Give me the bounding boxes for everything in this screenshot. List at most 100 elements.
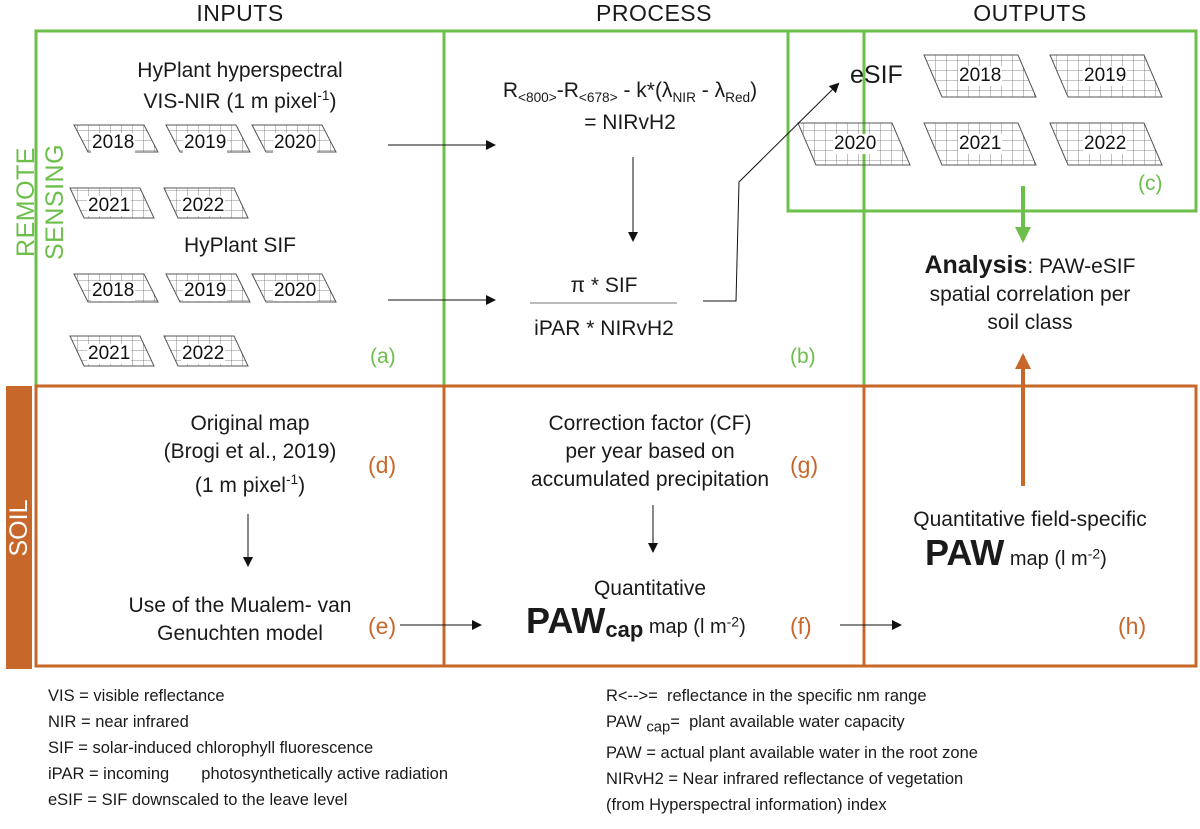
analysis-rest: : PAW-eSIF [1027,255,1136,278]
panel-a-title-line1: HyPlant hyperspectral [137,59,343,82]
panel-e-line2: Genuchten model [157,622,323,645]
panel-g-line1: Correction factor (CF) [548,412,752,435]
panel-e-line1: Use of the Mualem- van [128,594,352,617]
analysis-line2: spatial correlation per [929,283,1131,306]
panel-a-title-line2: VIS-NIR (1 m pixel-1) [40,83,440,114]
panel-a-line2-text: VIS-NIR (1 m pixel [143,90,318,113]
panel-e-text: Use of the Mualem- van Genuchten model [80,593,400,646]
panel-f-line1: Quantitative [593,577,707,600]
legend-right: R<-->= reflectance in the specific nm ra… [606,683,1166,818]
tile-label-2018-a: 2018 [91,132,136,153]
fraction-denominator: iPAR * NIRvH2 [534,317,674,340]
panel-c-tag: (c) [1138,172,1163,195]
eq-sub-nir: NIR [672,90,696,106]
panel-d-tag: (d) [368,452,397,478]
tile-label-2018-s: 2018 [91,280,136,301]
legend-nirv: NIRvH2 = Near infrared reflectance of ve… [606,770,964,789]
eq-sub-678: <678> [578,90,618,106]
side-label-soil: SOIL [5,499,33,557]
panel-a-line2-sup: -1 [317,88,330,103]
tile-label-2019-a: 2019 [183,132,228,153]
eq-r1: R [502,79,519,102]
eq-sub-800: <800> [518,90,557,106]
panel-d-line2: (Brogi et al., 2019) [163,440,337,463]
panel-f-map-sup: -2 [726,613,740,630]
panel-f-tag: (f) [790,613,812,639]
panel-d-text: Original map (Brogi et al., 2019) (1 m p… [90,411,410,498]
legend-paw-cap-sub: cap [646,719,671,736]
panel-g-line3: accumulated precipitation [530,468,770,491]
panel-e-tag: (e) [368,613,397,639]
paw-big: PAW [925,532,1005,573]
header-process: PROCESS [596,0,712,26]
panel-g-line2: per year based on [565,440,735,463]
panel-d-line3-text: (1 m pixel [194,474,286,497]
header-inputs: INPUTS [196,0,284,26]
tile-label-2020-s: 2020 [273,280,318,301]
equation-line2: = NIRvH2 [584,111,676,135]
panel-d-line1: Original map [190,412,310,435]
panel-g-text: Correction factor (CF) per year based on… [490,411,810,492]
eq-mid: - λ [695,79,726,102]
panel-f-title: PAWcap map (l m-2) [526,600,746,643]
legend-paw-cap-a: PAW [606,713,647,731]
legend-ipar: iPAR = incoming photosynthetically activ… [48,765,449,783]
tile-label-2019-s: 2019 [183,280,228,301]
tile-label-2021-c: 2021 [958,133,1003,154]
legend-r: R<-->= reflectance in the specific nm ra… [606,687,927,705]
panel-h-map-sup: -2 [1087,545,1101,562]
panel-f-map-end: ) [739,616,746,638]
panel-g-tag: (g) [790,452,819,478]
panel-a-line2-end: ) [329,90,337,113]
header-outputs: OUTPUTS [973,0,1087,26]
eq-close: ) [750,79,758,102]
legend-paw-cap-b: = plant available water capacity [670,713,905,731]
legend-vis: VIS = visible reflectance [48,687,225,705]
tile-label-2022-s: 2022 [181,343,226,364]
tile-label-2021-a: 2021 [87,195,132,216]
panel-d-line3-end: ) [298,474,306,497]
soil-side-bar [6,386,32,669]
panel-c-frame [786,29,1198,213]
panel-a-title: HyPlant hyperspectral VIS-NIR (1 m pixel… [40,58,440,114]
panel-h-map: map (l m [1004,548,1088,570]
legend-left: VIS = visible reflectance NIR = near inf… [48,683,608,813]
panel-h-tag: (h) [1118,613,1147,639]
side-label-remote-sensing: REMOTE SENSING [12,143,69,261]
equation-line1: R<800>-R<678> - k*(λNIR - λRed) [450,78,810,110]
legend-paw-cap: PAW cap= plant available water capacity [606,709,1166,740]
analysis-block: Analysis: PAW-eSIF spatial correlation p… [880,253,1180,335]
legend-nirv2: (from Hyperspectral information) index [606,796,887,815]
soil-frames [34,384,1198,668]
tile-label-2019-c: 2019 [1083,65,1128,86]
tile-label-2021-s: 2021 [87,343,132,364]
panel-d-line3-sup: -1 [285,472,299,487]
tile-label-2018-c: 2018 [958,65,1003,86]
tile-label-2022-a: 2022 [181,195,226,216]
esif-label: eSIF [850,61,903,89]
eq-minus-r: -R [556,79,579,102]
legend-nir: NIR = near infrared [48,713,189,731]
panel-a-tag: (a) [370,345,396,368]
flow-arrows [243,82,902,630]
tile-label-2020-c: 2020 [833,133,878,154]
paw-cap-sub: cap [605,617,644,643]
paw-cap-big: PAW [526,600,606,641]
eq-k: - k*(λ [617,79,673,102]
panel-h-line1: Quantitative field-specific [913,508,1147,531]
panel-h-frame [862,384,1198,668]
tile-label-2020-a: 2020 [273,132,318,153]
panel-b-equation: R<800>-R<678> - k*(λNIR - λRed) = NIRvH2 [450,78,810,135]
panel-b-tag: (b) [790,345,816,368]
panel-h-title: PAW map (l m-2) [925,532,1107,574]
tile-label-2022-c: 2022 [1083,133,1128,154]
panel-d-line3: (1 m pixel-1) [90,467,410,498]
panel-a-sif-title: HyPlant SIF [183,234,297,257]
fraction-numerator: π * SIF [570,274,638,297]
panel-h-map-end: ) [1100,548,1107,570]
analysis-line1: Analysis: PAW-eSIF [880,253,1180,279]
legend-esif: eSIF = SIF downscaled to the leave level [48,791,348,809]
arrow-b-to-esif [703,82,840,302]
eq-sub-red: Red [725,90,751,106]
analysis-bold: Analysis [924,251,1028,279]
